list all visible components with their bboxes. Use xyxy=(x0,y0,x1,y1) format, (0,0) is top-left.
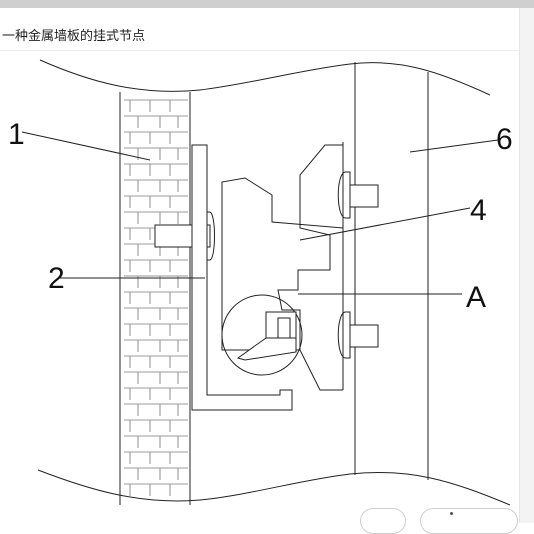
callout-4: 4 xyxy=(470,194,487,227)
window-top-strip xyxy=(0,0,534,8)
panel-bolt-upper xyxy=(349,184,379,208)
viewer-header: 一种金属墙板的挂式节点 xyxy=(0,8,520,51)
dot-icon xyxy=(450,512,453,515)
viewer-button-right[interactable] xyxy=(420,508,518,534)
panel-bolt-head-upper xyxy=(337,171,351,219)
callout-6: 6 xyxy=(496,123,513,156)
l-bracket xyxy=(191,144,293,411)
break-line-top xyxy=(39,59,491,96)
viewer-button-left[interactable] xyxy=(360,508,406,534)
scrollbar-track[interactable] xyxy=(519,8,534,523)
leader-6 xyxy=(409,139,499,153)
panel-bolt-lower xyxy=(349,324,379,348)
brick-hatching xyxy=(124,99,188,496)
panel-bolt-head-lower xyxy=(337,311,351,359)
page-title: 一种金属墙板的挂式节点 xyxy=(2,29,146,44)
clip-wedge xyxy=(236,337,297,361)
leader-4 xyxy=(299,207,471,241)
callout-a: A xyxy=(466,281,486,314)
hanging-plate xyxy=(221,144,344,351)
detail-circle-a xyxy=(221,294,303,376)
patent-drawing: 1 2 4 6 A xyxy=(8,59,513,506)
callout-2: 2 xyxy=(48,262,65,295)
callout-1: 1 xyxy=(8,118,25,151)
break-line-bottom xyxy=(37,469,511,506)
leader-1 xyxy=(21,131,151,161)
